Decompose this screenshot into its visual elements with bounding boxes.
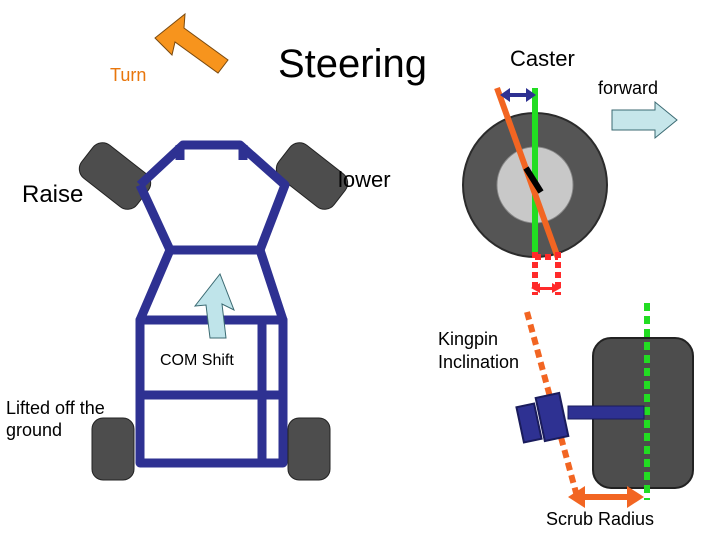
turn-arrow [154,12,229,74]
forward-arrow [611,100,678,140]
rear-right-tire [287,417,331,481]
caster-arrow [500,88,536,102]
kingpin-marker [523,166,544,194]
scrub-radius-arrow [568,486,644,508]
spindle-assembly [515,391,570,444]
turn-label: Turn [110,65,147,85]
caster-label: Caster [510,46,575,71]
lower-label: lower [338,167,391,192]
com-shift-arrow [193,272,235,339]
scrub-radius-label: Scrub Radius [546,509,655,529]
com-shift-label: COM Shift [160,352,234,369]
forward-label: forward [598,78,659,98]
lifted-label: Lifted off the ground [6,398,105,440]
spindle-axle [567,405,645,420]
front-right-tire [275,142,349,210]
trail-arrow [531,283,561,293]
kingpin-inclination-label: Kingpin Inclination [438,329,520,372]
rear-left-tire [91,417,135,481]
raise-label: Raise [22,181,84,208]
page-title: Steering [278,42,427,86]
